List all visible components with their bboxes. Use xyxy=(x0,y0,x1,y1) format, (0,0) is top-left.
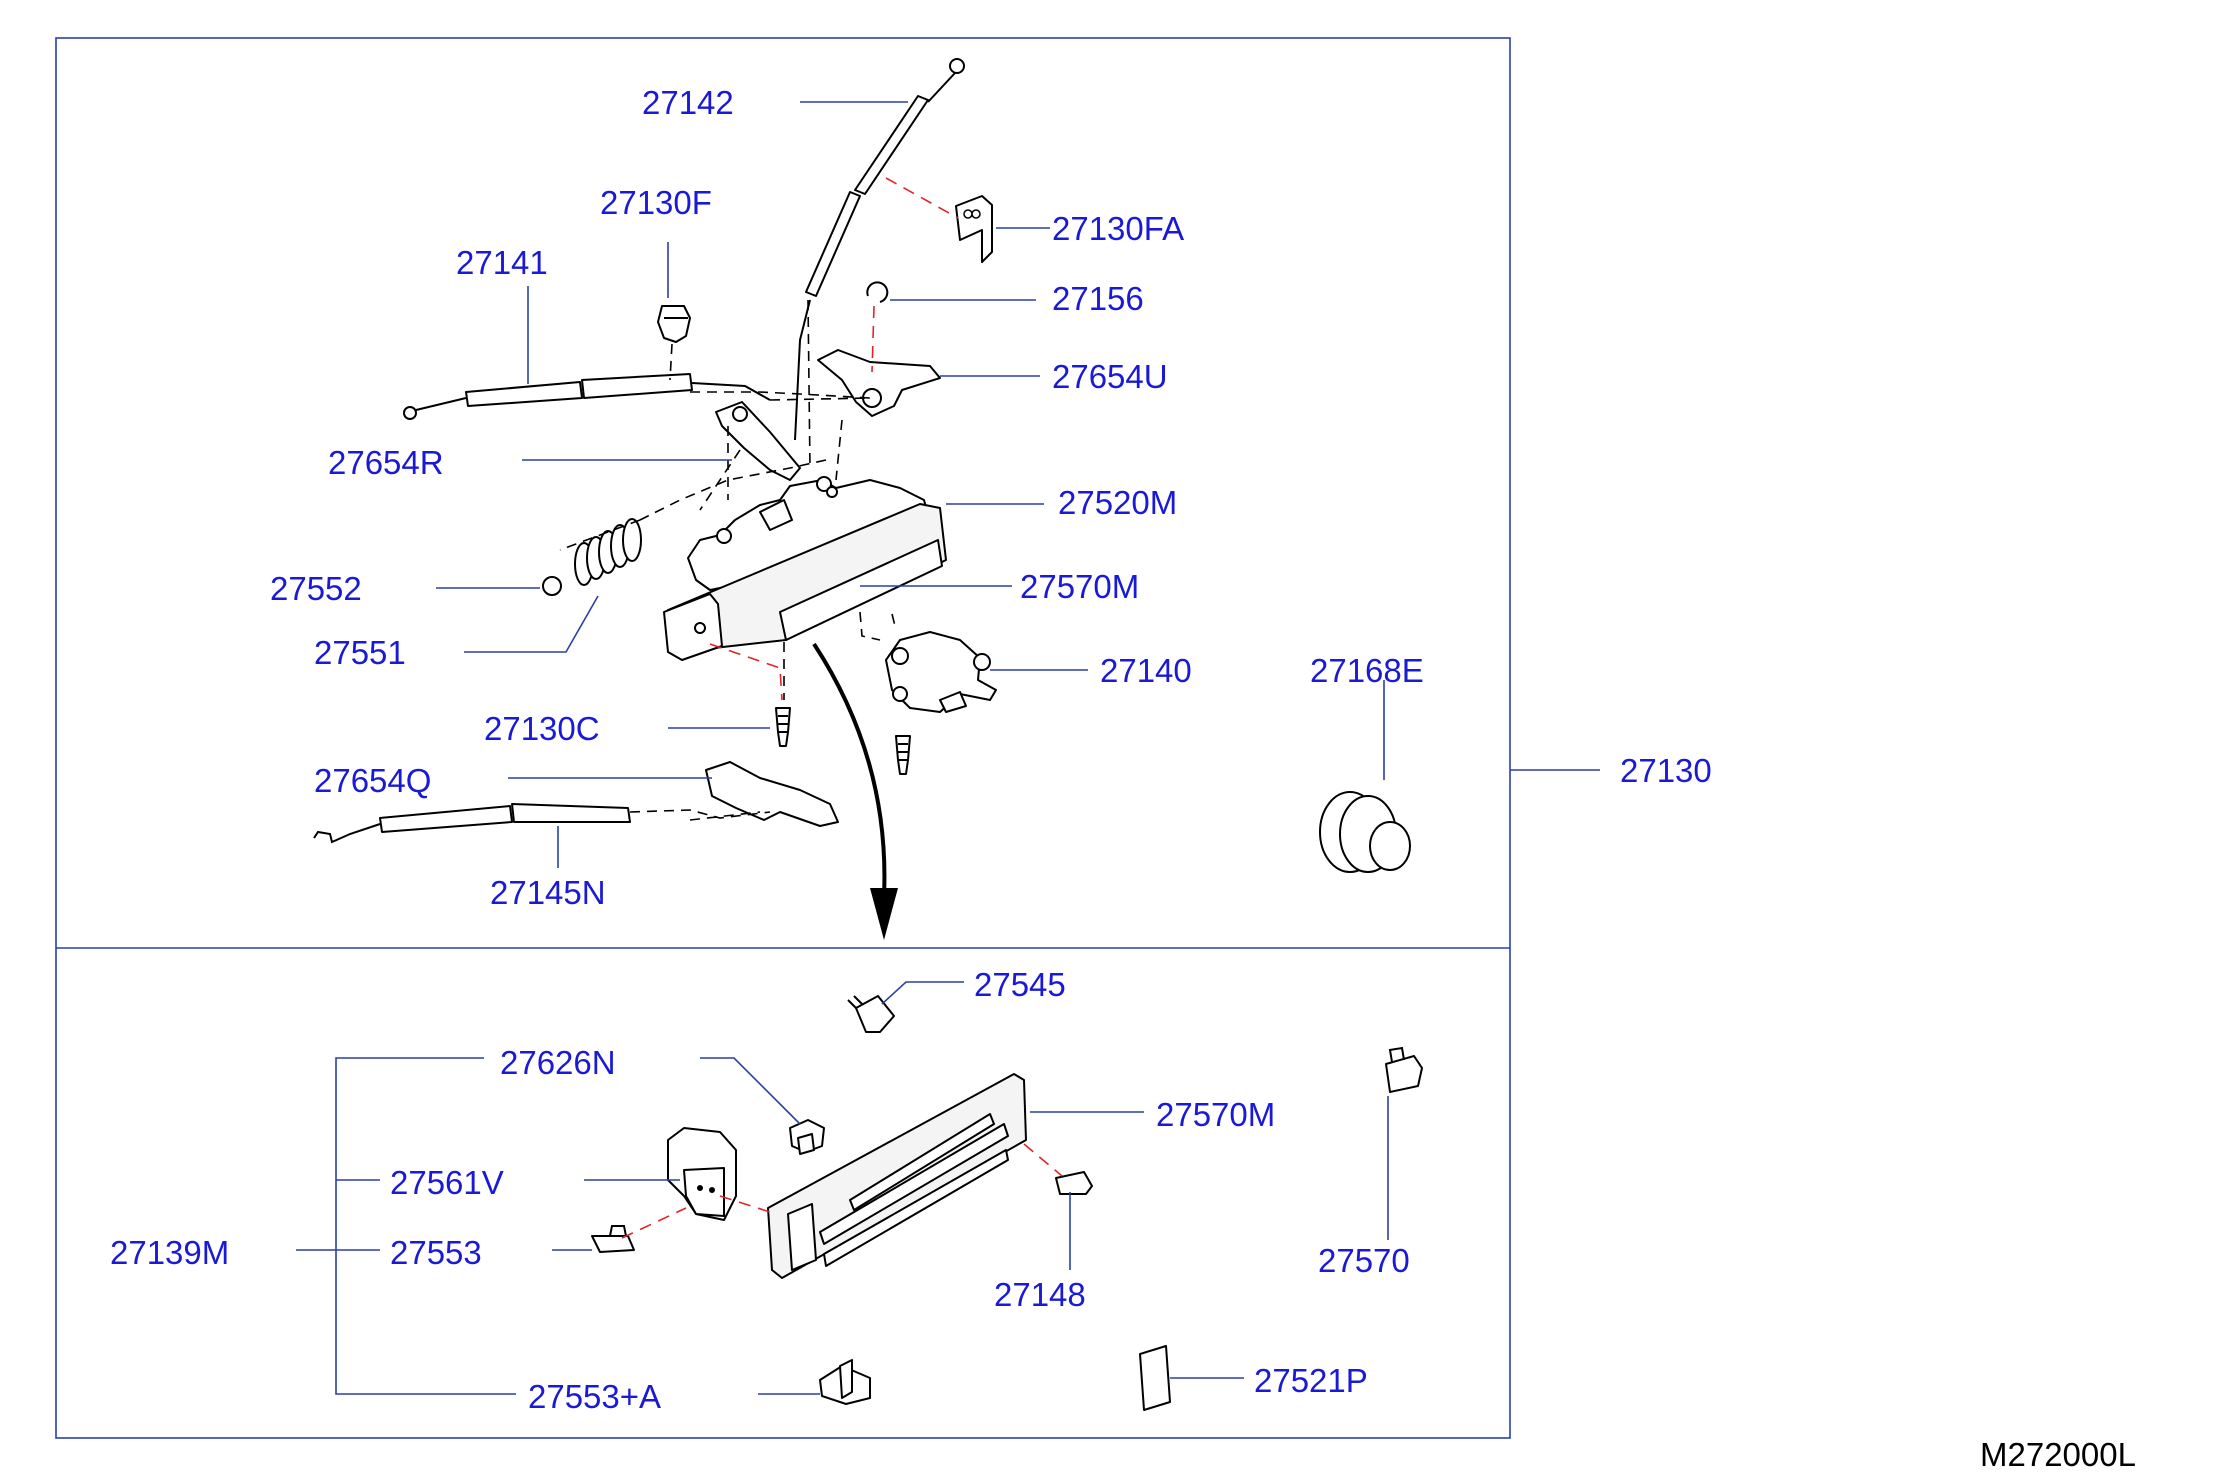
label-27168E: 27168E xyxy=(1310,652,1424,689)
label-27561V: 27561V xyxy=(390,1164,504,1201)
part-27130C-screw xyxy=(775,707,791,747)
part-27145N-cable xyxy=(313,803,771,844)
part-27142-cable xyxy=(794,58,965,441)
part-27156-ring xyxy=(866,281,889,303)
label-27521P: 27521P xyxy=(1254,1362,1368,1399)
part-27654Q-lever xyxy=(705,761,839,827)
label-27570M-bottom: 27570M xyxy=(1156,1096,1275,1133)
part-27626N-grommet xyxy=(789,1119,825,1155)
label-27140: 27140 xyxy=(1100,652,1192,689)
part-27552-ball xyxy=(542,576,562,596)
label-27552: 27552 xyxy=(270,570,362,607)
assembly-lines-lower xyxy=(621,1143,1063,1239)
label-27654R: 27654R xyxy=(328,444,444,481)
part-27570-knob xyxy=(1385,1046,1423,1093)
label-27130FA: 27130FA xyxy=(1052,210,1184,247)
part-27168E-knob xyxy=(1319,791,1411,873)
label-27551: 27551 xyxy=(314,634,406,671)
label-27139M: 27139M xyxy=(110,1234,229,1271)
label-27142: 27142 xyxy=(642,84,734,121)
part-27141-cable xyxy=(403,373,771,420)
part-27570M-panel-bottom xyxy=(767,1073,1027,1279)
assembly-lines-upper xyxy=(559,177,959,821)
label-27130C: 27130C xyxy=(484,710,600,747)
label-27545: 27545 xyxy=(974,966,1066,1003)
part-27545-bulb xyxy=(847,995,895,1033)
part-27140-fan-switch xyxy=(885,631,997,713)
label-27145N: 27145N xyxy=(490,874,606,911)
part-27654U-lever xyxy=(817,349,941,417)
label-27141: 27141 xyxy=(456,244,548,281)
part-27130F-clip xyxy=(657,305,691,343)
label-27570M-top: 27570M xyxy=(1020,568,1139,605)
part-27140-screw xyxy=(895,735,911,775)
label-27654Q: 27654Q xyxy=(314,762,431,799)
diagram-frame xyxy=(55,37,1511,1439)
part-27553-knob xyxy=(591,1225,635,1253)
part-27553A-clip xyxy=(819,1359,871,1405)
label-27156: 27156 xyxy=(1052,280,1144,317)
part-27570M-bezel-top xyxy=(663,503,947,661)
label-27553A: 27553+A xyxy=(528,1378,661,1415)
label-27520M: 27520M xyxy=(1058,484,1177,521)
label-27130F: 27130F xyxy=(600,184,712,221)
label-27570: 27570 xyxy=(1318,1242,1410,1279)
label-27148: 27148 xyxy=(994,1276,1086,1313)
part-27654R-lever xyxy=(715,401,801,481)
label-27626N: 27626N xyxy=(500,1044,616,1081)
part-27521P-block xyxy=(1139,1345,1171,1411)
label-27130: 27130 xyxy=(1620,752,1712,789)
assembly-arrow xyxy=(812,642,898,940)
diagram-code: M272000L xyxy=(1980,1436,2136,1473)
label-27553: 27553 xyxy=(390,1234,482,1271)
part-27551-spring xyxy=(574,518,642,586)
label-27654U: 27654U xyxy=(1052,358,1168,395)
part-27561V-housing xyxy=(667,1127,737,1221)
part-labels: 27142 27130F 27130FA 27141 27156 27654U … xyxy=(110,84,2136,1473)
part-27130FA-clip xyxy=(955,195,993,263)
part-27148-knob xyxy=(1055,1171,1093,1195)
leader-lines xyxy=(296,101,1600,1395)
